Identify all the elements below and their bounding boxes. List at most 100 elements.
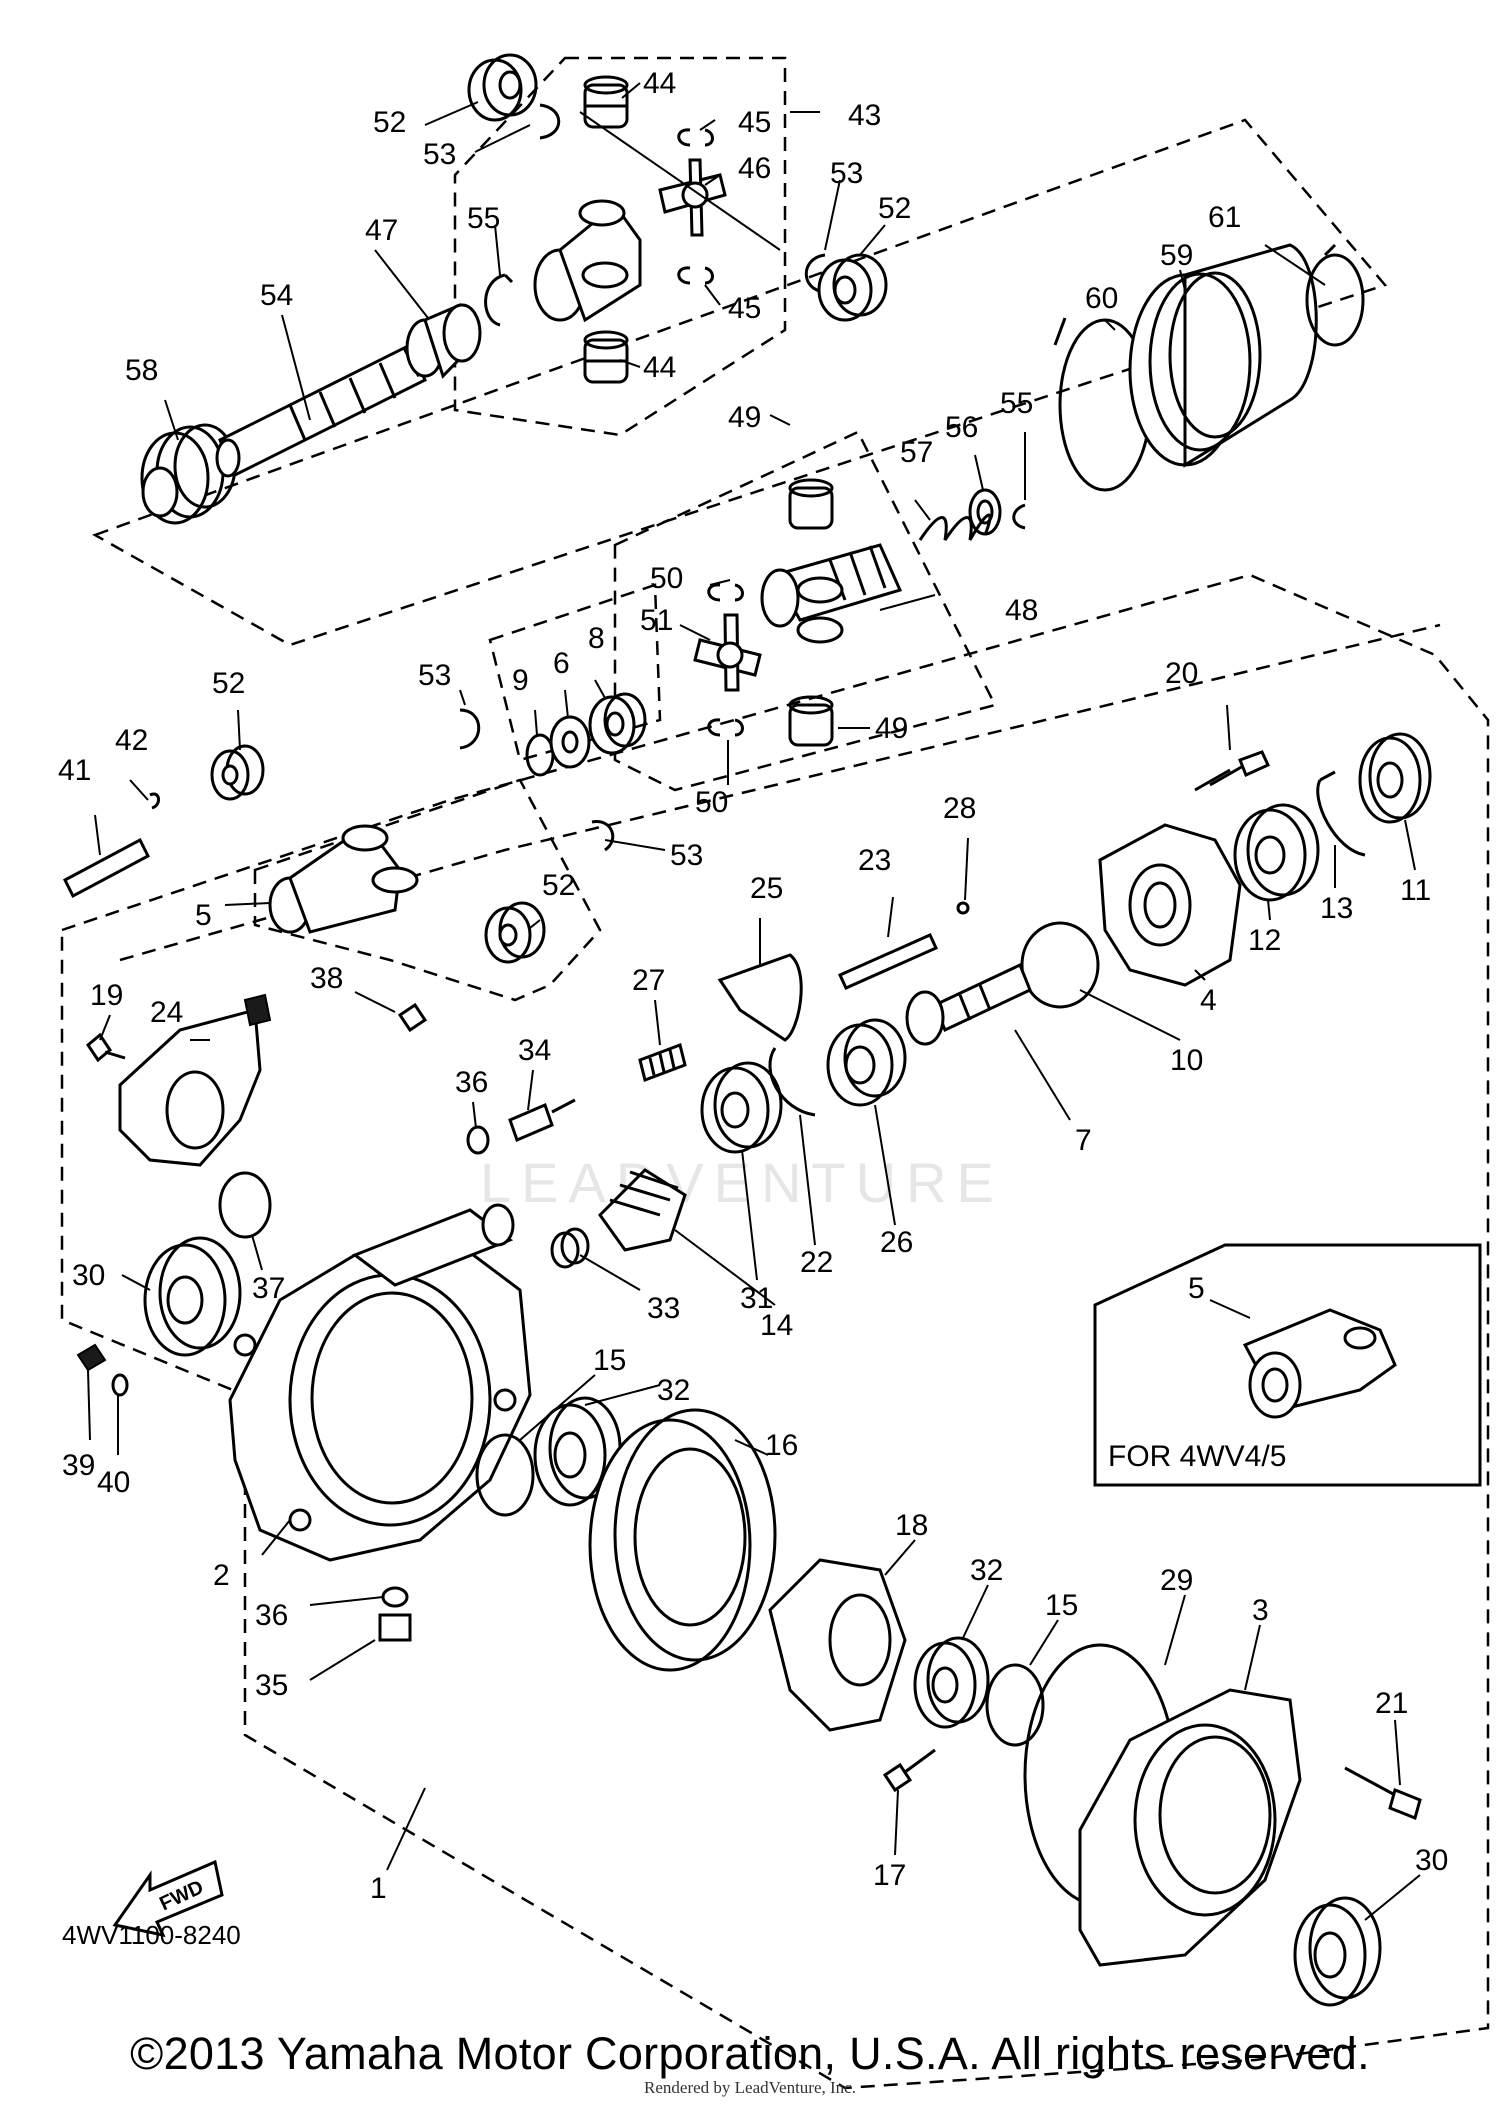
label-54: 54 — [260, 279, 293, 312]
bolt-20 — [1194, 750, 1270, 792]
spider-46 — [658, 158, 727, 237]
clip-45-bottom — [677, 266, 714, 285]
label-23: 23 — [858, 844, 891, 877]
label-1: 1 — [370, 1872, 387, 1905]
yoke-43 — [533, 199, 642, 323]
diagram-code: 4WV1100-8240 — [62, 1920, 241, 1950]
group-boundary-joint-48 — [613, 430, 997, 792]
o-ring-15-left — [475, 1433, 535, 1517]
leader-lines — [87, 82, 1421, 1921]
washer-56 — [968, 488, 1002, 536]
bearing-52-right — [817, 253, 888, 322]
label-35: 35 — [255, 1669, 288, 1702]
label-15: 15 — [593, 1344, 626, 1377]
bearing-cup-44-bottom — [583, 330, 629, 384]
label-5: 5 — [195, 899, 212, 932]
group-boundary-joint-43 — [453, 56, 787, 437]
fwd-arrow-icon: FWD — [112, 1859, 224, 1938]
boot-59 — [1128, 243, 1318, 468]
washer-36-upper — [466, 1125, 490, 1155]
rendered-by-notice: Rendered by LeadVenture, Inc. — [644, 2078, 856, 2097]
yoke-5 — [268, 824, 419, 934]
label-30: 30 — [72, 1259, 105, 1292]
ring-gear-16 — [588, 1408, 777, 1672]
label-52: 52 — [373, 106, 406, 139]
label-52: 52 — [212, 667, 245, 700]
label-45: 45 — [738, 106, 771, 139]
gasket-40 — [111, 1373, 129, 1397]
label-40: 40 — [97, 1466, 130, 1499]
copyright-notice: ©2013 Yamaha Motor Corporation, U.S.A. A… — [130, 2028, 1370, 2079]
seal-30-right — [1293, 1896, 1382, 2007]
variant-inset — [1093, 1243, 1482, 1487]
label-14: 14 — [760, 1309, 793, 1342]
seal-8 — [588, 692, 647, 755]
label-24: 24 — [150, 996, 183, 1029]
switch-34 — [508, 1098, 576, 1143]
spring-27 — [638, 1043, 687, 1082]
yoke-5-variant — [1242, 1308, 1397, 1419]
circlip-53-lower — [591, 820, 615, 852]
label-22: 22 — [800, 1246, 833, 1279]
bearing-58 — [140, 423, 237, 525]
collar-47 — [405, 303, 482, 379]
bearing-30-left — [143, 1236, 242, 1357]
clip-50-bottom — [707, 718, 744, 737]
label-45: 45 — [728, 292, 761, 325]
bearing-31 — [700, 1061, 783, 1154]
label-52: 52 — [542, 869, 575, 902]
label-52: 52 — [878, 192, 911, 225]
bolt-21 — [1344, 1766, 1422, 1821]
bearing-cup-49-top — [788, 478, 834, 530]
label-46: 46 — [738, 152, 771, 185]
bearing-52-left — [210, 744, 265, 801]
label-61: 61 — [1208, 201, 1241, 234]
housing-4 — [1098, 823, 1242, 987]
label-56: 56 — [945, 411, 978, 444]
label-6: 6 — [553, 647, 570, 680]
group-boundary-inner — [119, 623, 1441, 962]
bolt-17 — [882, 1748, 936, 1793]
spring-57 — [918, 513, 992, 541]
bearing-cup-49-bottom — [788, 695, 834, 747]
label-10: 10 — [1170, 1044, 1203, 1077]
label-20: 20 — [1165, 657, 1198, 690]
washer-6 — [549, 715, 591, 769]
label-18: 18 — [895, 1509, 928, 1542]
label-53: 53 — [830, 157, 863, 190]
label-60: 60 — [1085, 282, 1118, 315]
cover-3 — [1078, 1688, 1302, 1967]
label-53: 53 — [670, 839, 703, 872]
label-42: 42 — [115, 724, 148, 757]
label-21: 21 — [1375, 1687, 1408, 1720]
breather-38 — [397, 1002, 428, 1033]
speed-sensor-24 — [118, 993, 272, 1167]
label-7: 7 — [1075, 1124, 1092, 1157]
bearing-11 — [1358, 732, 1432, 824]
circlip-55-mid — [1012, 503, 1026, 530]
label-16: 16 — [765, 1429, 798, 1462]
variant-note: FOR 4WV4/5 — [1108, 1440, 1287, 1473]
label-49: 49 — [875, 712, 908, 745]
drain-bolt-39 — [76, 1343, 107, 1372]
label-50: 50 — [650, 562, 683, 595]
label-55: 55 — [1000, 387, 1033, 420]
label-51: 51 — [640, 604, 673, 637]
label-30: 30 — [1415, 1844, 1448, 1877]
label-13: 13 — [1320, 892, 1353, 925]
bolt-35 — [378, 1613, 412, 1642]
band-61 — [1305, 243, 1365, 347]
label-47: 47 — [365, 214, 398, 247]
yoke-48 — [760, 543, 903, 644]
label-37: 37 — [252, 1272, 285, 1305]
label-53: 53 — [423, 138, 456, 171]
clip-45-top — [677, 128, 714, 147]
circlip-55-top — [484, 273, 514, 327]
label-28: 28 — [943, 792, 976, 825]
bearing-cup-44-top — [583, 75, 629, 129]
clip-50-top — [707, 583, 744, 602]
label-9: 9 — [512, 664, 529, 697]
circlip-53-top — [539, 103, 561, 140]
fork-25 — [717, 953, 803, 1042]
bolt-19 — [86, 1032, 126, 1063]
